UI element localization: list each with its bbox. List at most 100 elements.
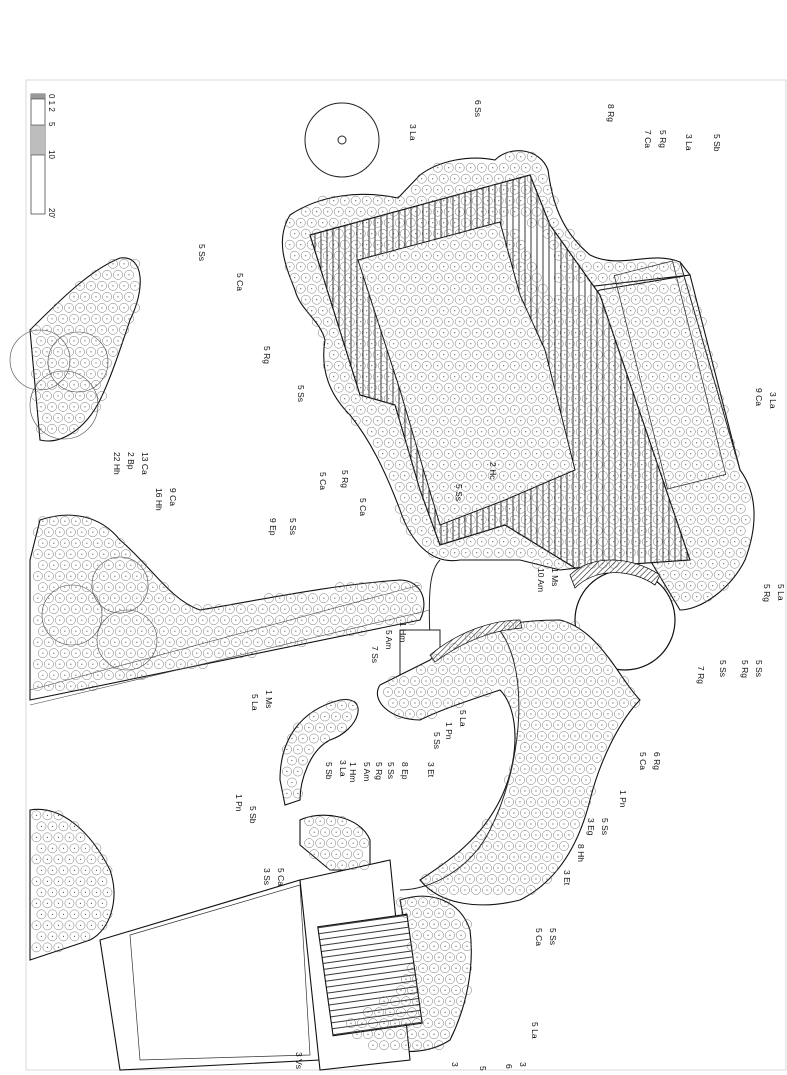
plant-symbol xyxy=(581,481,592,492)
plant-symbol xyxy=(48,538,59,548)
plant-symbol-center xyxy=(421,420,423,422)
plant-symbol xyxy=(537,173,548,184)
plant-symbol-center xyxy=(443,442,445,444)
plant-symbol xyxy=(493,349,504,360)
plant-symbol xyxy=(440,941,450,952)
plant-symbol-center xyxy=(558,299,560,301)
plant-symbol-center xyxy=(557,746,559,748)
plant-symbol xyxy=(47,909,58,920)
plant-symbol-center xyxy=(596,757,598,759)
plant-symbol-center xyxy=(729,486,731,488)
plant-symbol-center xyxy=(453,889,455,891)
plant-symbol-center xyxy=(563,845,565,847)
plant-symbol-center xyxy=(591,497,593,499)
plant-symbol-center xyxy=(101,858,104,860)
plant-symbol xyxy=(418,963,428,974)
plant-symbol-center xyxy=(355,288,357,290)
plant-symbol xyxy=(537,665,547,675)
plant-symbol xyxy=(663,470,674,481)
plant-symbol xyxy=(54,593,65,603)
plant-symbol-center xyxy=(383,1044,385,1046)
plant-symbol xyxy=(460,643,470,653)
left-tree-bed xyxy=(29,257,141,442)
plant-symbol xyxy=(47,379,57,390)
plant-symbol-center xyxy=(134,263,136,265)
plant-symbol xyxy=(603,371,614,382)
plant-symbol-center xyxy=(503,431,505,433)
plant-symbol xyxy=(290,604,301,614)
plant-symbol xyxy=(282,788,292,799)
plant-symbol-center xyxy=(191,619,193,621)
plant-symbol xyxy=(581,261,592,272)
plant-symbol-center xyxy=(547,453,549,455)
plant-symbol xyxy=(438,393,449,404)
plant-symbol xyxy=(669,481,680,492)
plant-symbol xyxy=(652,294,663,305)
plant-symbol xyxy=(383,239,394,250)
plant-symbol-center xyxy=(119,674,121,676)
plant-symbol xyxy=(652,316,663,327)
plant-symbol-center xyxy=(674,464,676,466)
plant-symbol-center xyxy=(84,384,86,386)
plant-symbol-center xyxy=(425,680,427,682)
plant-symbol xyxy=(625,459,636,470)
plant-symbol-center xyxy=(90,395,92,397)
plant-symbol xyxy=(339,261,350,272)
plant-symbol xyxy=(454,294,465,305)
plant-symbol xyxy=(691,349,702,360)
plant-symbol-center xyxy=(361,1022,363,1024)
plant-symbol-center xyxy=(202,663,204,665)
plant-symbol-center xyxy=(674,266,676,268)
plant-symbol xyxy=(570,371,581,382)
plant-symbol xyxy=(379,996,389,1007)
plant-symbol-center xyxy=(476,552,478,554)
plant-symbol-center xyxy=(106,296,108,298)
plant-symbol-center xyxy=(117,274,119,276)
plant-symbol-center xyxy=(432,508,434,510)
plant-symbol xyxy=(114,560,125,570)
plant-symbol xyxy=(69,887,80,898)
plant-symbol xyxy=(674,558,685,569)
plant-symbol-center xyxy=(486,889,488,891)
plant-symbol-center xyxy=(541,647,543,649)
plant-symbol xyxy=(493,371,504,382)
plant-symbol-center xyxy=(712,519,714,521)
plant-symbol xyxy=(449,437,460,448)
plant-symbol-center xyxy=(377,376,379,378)
plant-symbol-center xyxy=(679,409,681,411)
plant-symbol xyxy=(58,313,68,324)
plant-symbol-center xyxy=(229,652,231,654)
plant-symbol xyxy=(58,887,69,898)
plant-symbol xyxy=(421,536,432,547)
plant-symbol xyxy=(399,250,410,261)
plant-symbol xyxy=(515,239,526,250)
plant-symbol-center xyxy=(443,178,445,180)
plant-symbol xyxy=(69,291,79,302)
plant-symbol-center xyxy=(541,713,543,715)
plant-symbol-center xyxy=(136,619,138,621)
plant-symbol-center xyxy=(635,541,637,543)
plant-symbol-center xyxy=(535,834,537,836)
plant-symbol xyxy=(504,151,515,162)
plant-symbol xyxy=(416,415,427,426)
plant-symbol-center xyxy=(92,553,94,555)
plant-symbol xyxy=(42,368,52,379)
plant-symbol-center xyxy=(389,619,391,621)
plant-symbol-center xyxy=(509,376,511,378)
plant-symbol xyxy=(564,448,575,459)
plant-symbol-center xyxy=(641,310,643,312)
plant-symbol xyxy=(630,492,641,503)
plant-symbol-center xyxy=(415,453,417,455)
plant-symbol-center xyxy=(97,630,99,632)
plant-symbol-center xyxy=(388,222,390,224)
plant-symbol xyxy=(674,426,685,437)
plant-symbol xyxy=(707,426,718,437)
plant-symbol xyxy=(395,593,406,603)
plant-symbol-center xyxy=(591,277,593,279)
plant-symbol-center xyxy=(619,464,621,466)
plant-symbol xyxy=(614,503,625,514)
plant-symbol xyxy=(70,560,81,570)
plant-symbol xyxy=(465,272,476,283)
plant-symbol-center xyxy=(361,608,363,610)
plant-symbol xyxy=(175,615,186,625)
